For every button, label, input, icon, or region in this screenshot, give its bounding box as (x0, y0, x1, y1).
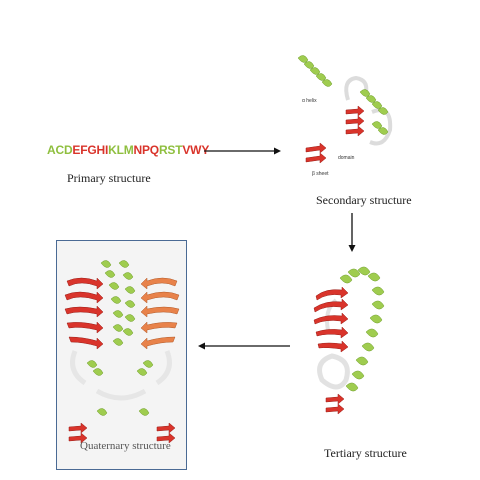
quaternary-sheets-right (140, 277, 180, 350)
quaternary-structure-caption: Quaternary structure (80, 440, 171, 452)
beta-sheet-fragment (305, 142, 327, 164)
sequence-letter: W (190, 143, 202, 157)
sequence-letter: P (141, 143, 150, 157)
sequence-letter: Q (149, 143, 159, 157)
sequence-letter: A (47, 143, 56, 157)
sequence-letter: M (123, 143, 134, 157)
tertiary-structure-caption: Tertiary structure (324, 446, 407, 460)
primary-structure-caption: Primary structure (67, 171, 151, 185)
sequence-letter: C (55, 143, 64, 157)
sequence-letter: H (96, 143, 106, 157)
tertiary-helix (339, 266, 385, 392)
quaternary-helices (86, 260, 154, 416)
sequence-letter: E (72, 143, 81, 157)
quaternary-structure-box (56, 240, 187, 470)
alpha-helix-label: α helix (302, 98, 317, 104)
sequence-letter: T (175, 143, 183, 157)
sequence-letter: G (87, 143, 97, 157)
sequence-letter: R (158, 143, 168, 157)
sequence-letter: V (182, 143, 191, 157)
sequence-letter: K (108, 143, 117, 157)
sequence-letter: I (104, 143, 109, 157)
quaternary-structure-illustration (64, 260, 180, 444)
sequence-letter: S (167, 143, 176, 157)
domain-label: domain (338, 155, 355, 161)
sequence-letter: D (63, 143, 73, 157)
tertiary-sheet (313, 286, 349, 415)
secondary-structure-caption: Secondary structure (316, 193, 412, 207)
sequence-letter: F (80, 143, 88, 157)
beta-sheet-label: β sheet (312, 171, 329, 177)
sequence-letter: L (116, 143, 124, 157)
quaternary-sheets-left (64, 277, 104, 444)
amino-acid-sequence: ACDEFGHIKLMNPQRSTVWY (47, 143, 209, 157)
domain-cluster (344, 75, 393, 146)
sequence-letter: Y (201, 143, 210, 157)
alpha-helix-fragment (297, 55, 333, 87)
sequence-letter: N (133, 143, 143, 157)
